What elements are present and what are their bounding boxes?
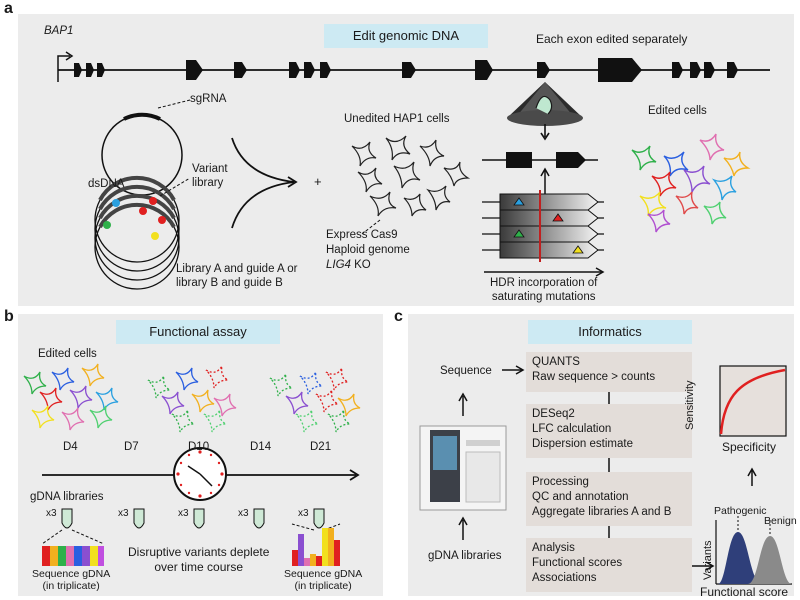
- dsdna-label: dsDNA: [88, 178, 125, 190]
- x3-5: x3: [298, 508, 309, 519]
- gene-name: BAP1: [44, 25, 74, 37]
- sequence-gdna-left: Sequence gDNA (in triplicate): [32, 568, 111, 593]
- panel-b-letter: b: [4, 308, 14, 325]
- step-quants: QUANTS Raw sequence > counts: [526, 352, 692, 392]
- day-d7: D7: [124, 441, 139, 453]
- plus-sign: +: [314, 174, 322, 189]
- x3-2: x3: [118, 508, 129, 519]
- step-analysis: Analysis Functional scores Associations: [526, 538, 692, 592]
- haploid-genome: Haploid genome: [326, 244, 410, 256]
- day-d4: D4: [63, 441, 78, 453]
- edited-cells-label-a: Edited cells: [648, 105, 707, 117]
- panel-a-letter: a: [4, 0, 13, 17]
- sgrna-label: sgRNA: [190, 93, 227, 105]
- banner-functional-assay: Functional assay: [116, 320, 280, 344]
- functional-score-axis: Functional score: [700, 585, 789, 599]
- variants-axis: Variants: [702, 540, 714, 580]
- specificity-axis: Specificity: [722, 440, 777, 454]
- sequence-gdna-right: Sequence gDNA (in triplicate): [284, 568, 363, 593]
- express-cas9: Express Cas9: [326, 229, 398, 241]
- edited-cells-label-b: Edited cells: [38, 348, 97, 360]
- sensitivity-axis: Sensitivity: [684, 380, 696, 430]
- step-processing: Processing QC and annotation Aggregate l…: [526, 472, 692, 526]
- gdna-libraries-b: gDNA libraries: [30, 491, 104, 503]
- disruptive-variants-note: Disruptive variants deplete over time co…: [128, 545, 270, 574]
- lig4-gene: LIG4: [326, 259, 351, 271]
- x3-3: x3: [178, 508, 189, 519]
- x3-4: x3: [238, 508, 249, 519]
- step-deseq2: DESeq2 LFC calculation Dispersion estima…: [526, 404, 692, 458]
- banner-informatics: Informatics: [528, 320, 692, 344]
- library-note: Library A and guide A or library B and g…: [176, 263, 298, 290]
- variant-library-label: Variant library: [192, 163, 228, 190]
- unedited-cells-label: Unedited HAP1 cells: [344, 113, 450, 125]
- banner-edit-genomic-dna: Edit genomic DNA: [324, 24, 488, 48]
- benign-label: Benign: [764, 515, 797, 527]
- sequence-label: Sequence: [440, 365, 492, 377]
- ko-text: KO: [350, 259, 371, 271]
- panel-c-letter: c: [394, 308, 403, 325]
- day-d21: D21: [310, 441, 332, 453]
- gdna-libraries-c: gDNA libraries: [428, 550, 502, 562]
- day-d10: D10: [188, 441, 210, 453]
- pathogenic-label: Pathogenic: [714, 505, 767, 517]
- day-d14: D14: [250, 441, 272, 453]
- hdr-label: HDR incorporation of saturating mutation…: [490, 277, 598, 304]
- x3-1: x3: [46, 508, 57, 519]
- lig4-ko: LIG4 KO: [326, 258, 371, 272]
- exon-note: Each exon edited separately: [536, 32, 688, 46]
